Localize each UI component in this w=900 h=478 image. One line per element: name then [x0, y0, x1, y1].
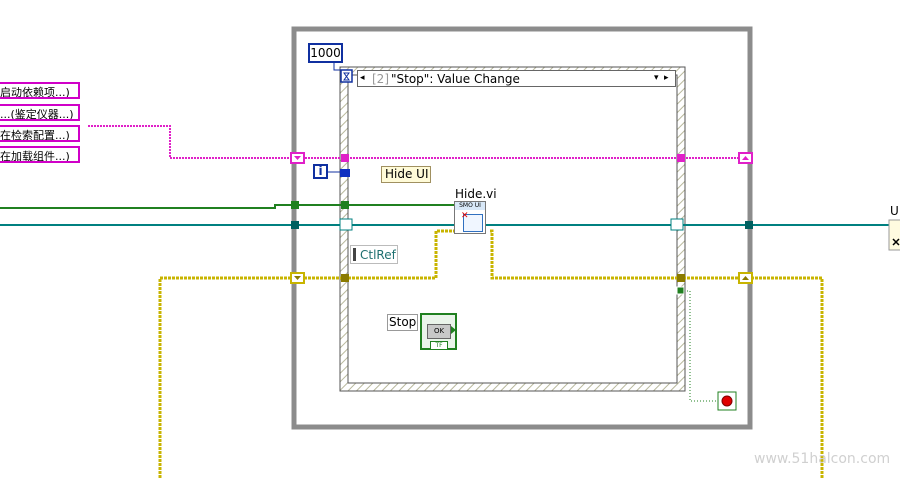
output-arrow-icon: [451, 326, 456, 334]
event-case-label: "Stop": Value Change: [391, 72, 520, 86]
string-array-item[interactable]: 在检索配置...): [0, 125, 80, 142]
string-event-tunnel-left[interactable]: [341, 154, 349, 162]
event-case-index: [2]: [372, 72, 389, 86]
refnum-tunnel-left[interactable]: [291, 221, 299, 229]
error-wire[interactable]: [158, 229, 455, 478]
close-x-icon: ✕: [461, 211, 469, 221]
event-data-node[interactable]: [340, 169, 350, 177]
hide-vi-node[interactable]: SMO UI ✕: [454, 201, 486, 234]
hide-vi-label: Hide.vi: [455, 187, 497, 201]
ctlref-refnum-icon: [353, 248, 356, 261]
boolean-tf-badge: TF: [430, 341, 448, 350]
boolean-event-tunnel[interactable]: [676, 286, 685, 295]
string-event-tunnel-right[interactable]: [677, 154, 685, 162]
error-event-tunnel-left[interactable]: [341, 274, 349, 282]
timeout-constant[interactable]: 1000: [308, 43, 343, 63]
window-icon: [463, 214, 483, 232]
string-array-item[interactable]: 在加载组件...): [0, 146, 80, 163]
refnum-event-tunnel-left[interactable]: [339, 218, 353, 231]
case-dropdown-icon[interactable]: ▾: [654, 73, 659, 83]
string-array-item[interactable]: 启动依赖项...): [0, 82, 80, 99]
ctlref-label: CtlRef: [360, 248, 396, 262]
stop-condition-wire[interactable]: [681, 290, 718, 402]
right-edge-node-label: U: [890, 204, 899, 218]
event-structure-frame[interactable]: [340, 67, 685, 391]
stop-button-terminal[interactable]: OK TF: [420, 313, 457, 350]
hide-vi-banner: SMO UI: [455, 202, 485, 210]
string-array-item[interactable]: ...(鉴定仪器...): [0, 104, 80, 121]
loop-iteration-terminal[interactable]: i: [313, 164, 328, 179]
case-left-arrow-icon[interactable]: ◂: [360, 73, 365, 83]
error-event-tunnel-right[interactable]: [677, 274, 685, 282]
ok-button-icon: OK: [427, 324, 451, 339]
refnum-tunnel-right[interactable]: [745, 221, 753, 229]
string-wire[interactable]: [88, 125, 744, 159]
ctlref-node[interactable]: CtlRef: [350, 245, 398, 264]
cluster-wire[interactable]: [0, 204, 455, 209]
case-right-arrow-icon[interactable]: ▸: [664, 73, 669, 83]
refnum-event-tunnel-right[interactable]: [670, 218, 684, 231]
stop-label: Stop: [387, 314, 418, 331]
right-edge-node[interactable]: [888, 219, 900, 251]
hide-ui-label: Hide UI: [381, 166, 431, 183]
cluster-tunnel[interactable]: [291, 201, 299, 209]
cluster-event-tunnel[interactable]: [341, 201, 349, 209]
string-array-constant[interactable]: 启动依赖项...) ...(鉴定仪器...) 在检索配置...) 在加载组件..…: [0, 80, 90, 170]
watermark: www.51halcon.com: [754, 451, 891, 467]
event-case-selector[interactable]: [2] "Stop": Value Change ◂ ▾ ▸: [357, 70, 676, 87]
error-wire-out[interactable]: [490, 229, 824, 478]
